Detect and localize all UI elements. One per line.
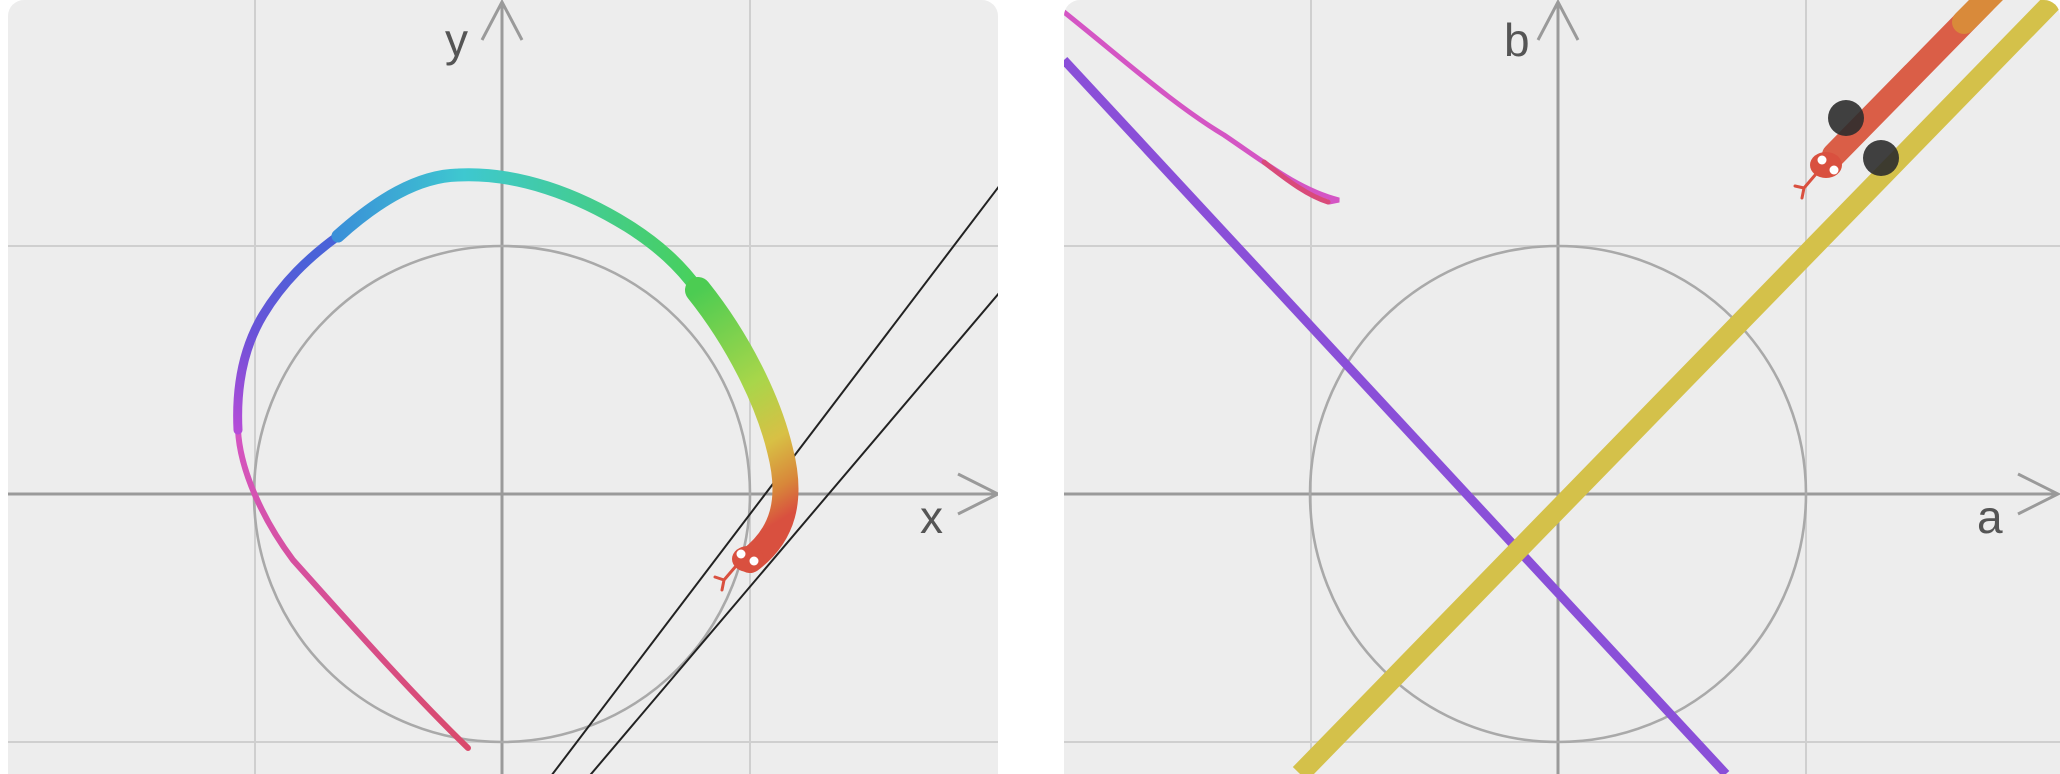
curve-left-segment	[233, 231, 343, 435]
right-graph-panel: a b	[1064, 0, 2060, 774]
curve-top-segment	[331, 168, 705, 297]
right-graph: a b	[1064, 0, 2060, 774]
b-axis-arrow-icon	[1536, 0, 1580, 41]
yellow-line	[1292, 0, 2060, 774]
snake-body-tail	[1952, 0, 2003, 34]
x-axis-arrow-icon	[957, 472, 998, 516]
unit-circle	[1308, 244, 1808, 744]
left-graph-panel: x y	[8, 0, 998, 774]
marker-point[interactable]	[1828, 100, 1864, 136]
a-axis-arrow-icon	[2017, 472, 2060, 516]
y-axis-arrow-icon	[480, 0, 524, 41]
snake-head-icon	[713, 546, 764, 592]
left-graph: x y	[8, 0, 998, 774]
pink-curve	[1064, 9, 1340, 205]
b-axis-label: b	[1504, 14, 1530, 66]
pink-curve-end	[1261, 159, 1331, 205]
curve-right-segment	[685, 277, 799, 573]
x-axis-label: x	[920, 491, 943, 543]
y-axis-label: y	[445, 14, 468, 66]
marker-point[interactable]	[1863, 140, 1899, 176]
snake-head-icon	[1793, 152, 1842, 200]
tangent-line	[589, 292, 998, 774]
curve-tail-segment	[235, 427, 471, 751]
rainbow-curve	[233, 168, 799, 751]
a-axis-label: a	[1977, 491, 2003, 543]
purple-line	[1064, 56, 1730, 774]
